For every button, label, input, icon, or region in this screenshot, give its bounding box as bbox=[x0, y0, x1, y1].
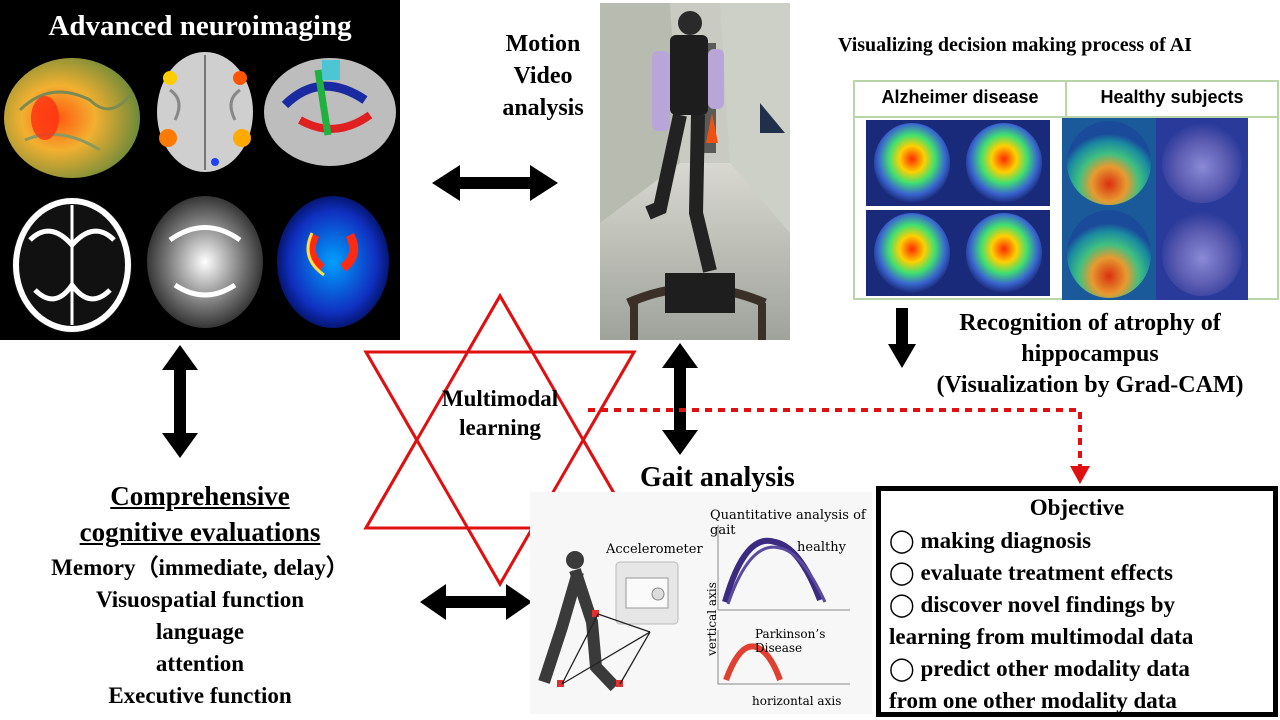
cognitive-title: Comprehensive cognitive evaluations bbox=[40, 478, 360, 550]
double-arrow-neuro-motion bbox=[432, 165, 558, 201]
motion-video-label: Motion Video analysis bbox=[488, 28, 598, 124]
center-line-2: learning bbox=[459, 415, 541, 440]
recognition-caption: Recognition of atrophy of hippocampus (V… bbox=[900, 308, 1280, 401]
quant-label: Quantitative analysis of gait bbox=[710, 508, 866, 538]
motion-line-1: Motion bbox=[505, 31, 581, 57]
horizontal-axis-label: horizontal axis bbox=[752, 694, 842, 708]
vertical-axis-label: vertical axis bbox=[705, 582, 719, 656]
objective-item: ◯ predict other modality data bbox=[889, 656, 1190, 681]
cognitive-items: Memory（immediate, delay） Visuospatial fu… bbox=[15, 552, 385, 712]
multimodal-learning-label: Multimodal learning bbox=[405, 384, 595, 442]
neuroimaging-panel: Advanced neuroimaging bbox=[0, 0, 400, 340]
neuroimaging-title: Advanced neuroimaging bbox=[48, 10, 352, 42]
brain-surface-render bbox=[4, 58, 140, 178]
cognitive-item: Visuospatial function bbox=[95, 587, 305, 612]
brain-pet bbox=[277, 196, 389, 328]
objective-box: Objective ◯ making diagnosis ◯ evaluate … bbox=[876, 486, 1278, 717]
brain-images bbox=[4, 52, 396, 333]
gait-title: Gait analysis bbox=[640, 462, 795, 493]
double-arrow-neuro-cognitive bbox=[162, 345, 198, 458]
brain-tractography bbox=[264, 58, 396, 166]
cognitive-title-line-2: cognitive evaluations bbox=[79, 517, 321, 547]
parkinson-label: Parkinson’s Disease bbox=[755, 627, 826, 655]
objective-item: learning from multimodal data bbox=[889, 624, 1194, 649]
col-alzheimer: Alzheimer disease bbox=[881, 87, 1039, 107]
objective-item: ◯ discover novel findings by bbox=[889, 592, 1176, 617]
healthy-label: healthy bbox=[797, 540, 846, 555]
motion-line-3: analysis bbox=[502, 95, 584, 121]
person-torso bbox=[670, 35, 708, 115]
motion-video-frame bbox=[600, 3, 790, 340]
center-line-1: Multimodal bbox=[441, 386, 559, 411]
recognition-line-1: Recognition of atrophy of bbox=[959, 310, 1221, 336]
ai-visualization-title: Visualizing decision making process of A… bbox=[838, 34, 1192, 56]
objective-item: from one other modality data bbox=[889, 688, 1177, 713]
objective-title: Objective bbox=[1029, 495, 1125, 520]
gradcam-table: Alzheimer disease Healthy subjects bbox=[853, 80, 1279, 300]
gait-panel: Accelerometer Quantitative analysis of g… bbox=[530, 492, 872, 714]
col-healthy: Healthy subjects bbox=[1100, 87, 1244, 107]
gait-figure bbox=[538, 525, 850, 692]
gradcam-table-header: Alzheimer disease Healthy subjects bbox=[855, 82, 1277, 118]
motion-line-2: Video bbox=[513, 63, 573, 89]
cognitive-item: Memory（immediate, delay） bbox=[51, 555, 349, 580]
objective-item: ◯ making diagnosis bbox=[889, 528, 1092, 553]
double-arrow-motion-gait bbox=[662, 343, 698, 455]
cognitive-item: attention bbox=[155, 651, 245, 676]
objective-item: ◯ evaluate treatment effects bbox=[889, 560, 1173, 585]
cognitive-item: language bbox=[155, 619, 245, 644]
recognition-line-2: hippocampus bbox=[1021, 341, 1159, 367]
brain-dti bbox=[147, 196, 263, 328]
cognitive-title-line-1: Comprehensive bbox=[110, 481, 290, 511]
double-arrow-cognitive-gait bbox=[420, 584, 532, 620]
accelerometer-label: Accelerometer bbox=[606, 542, 703, 557]
cognitive-item: Executive function bbox=[108, 683, 292, 708]
header-divider bbox=[1065, 82, 1067, 118]
recognition-line-3: (Visualization by Grad-CAM) bbox=[936, 372, 1244, 398]
